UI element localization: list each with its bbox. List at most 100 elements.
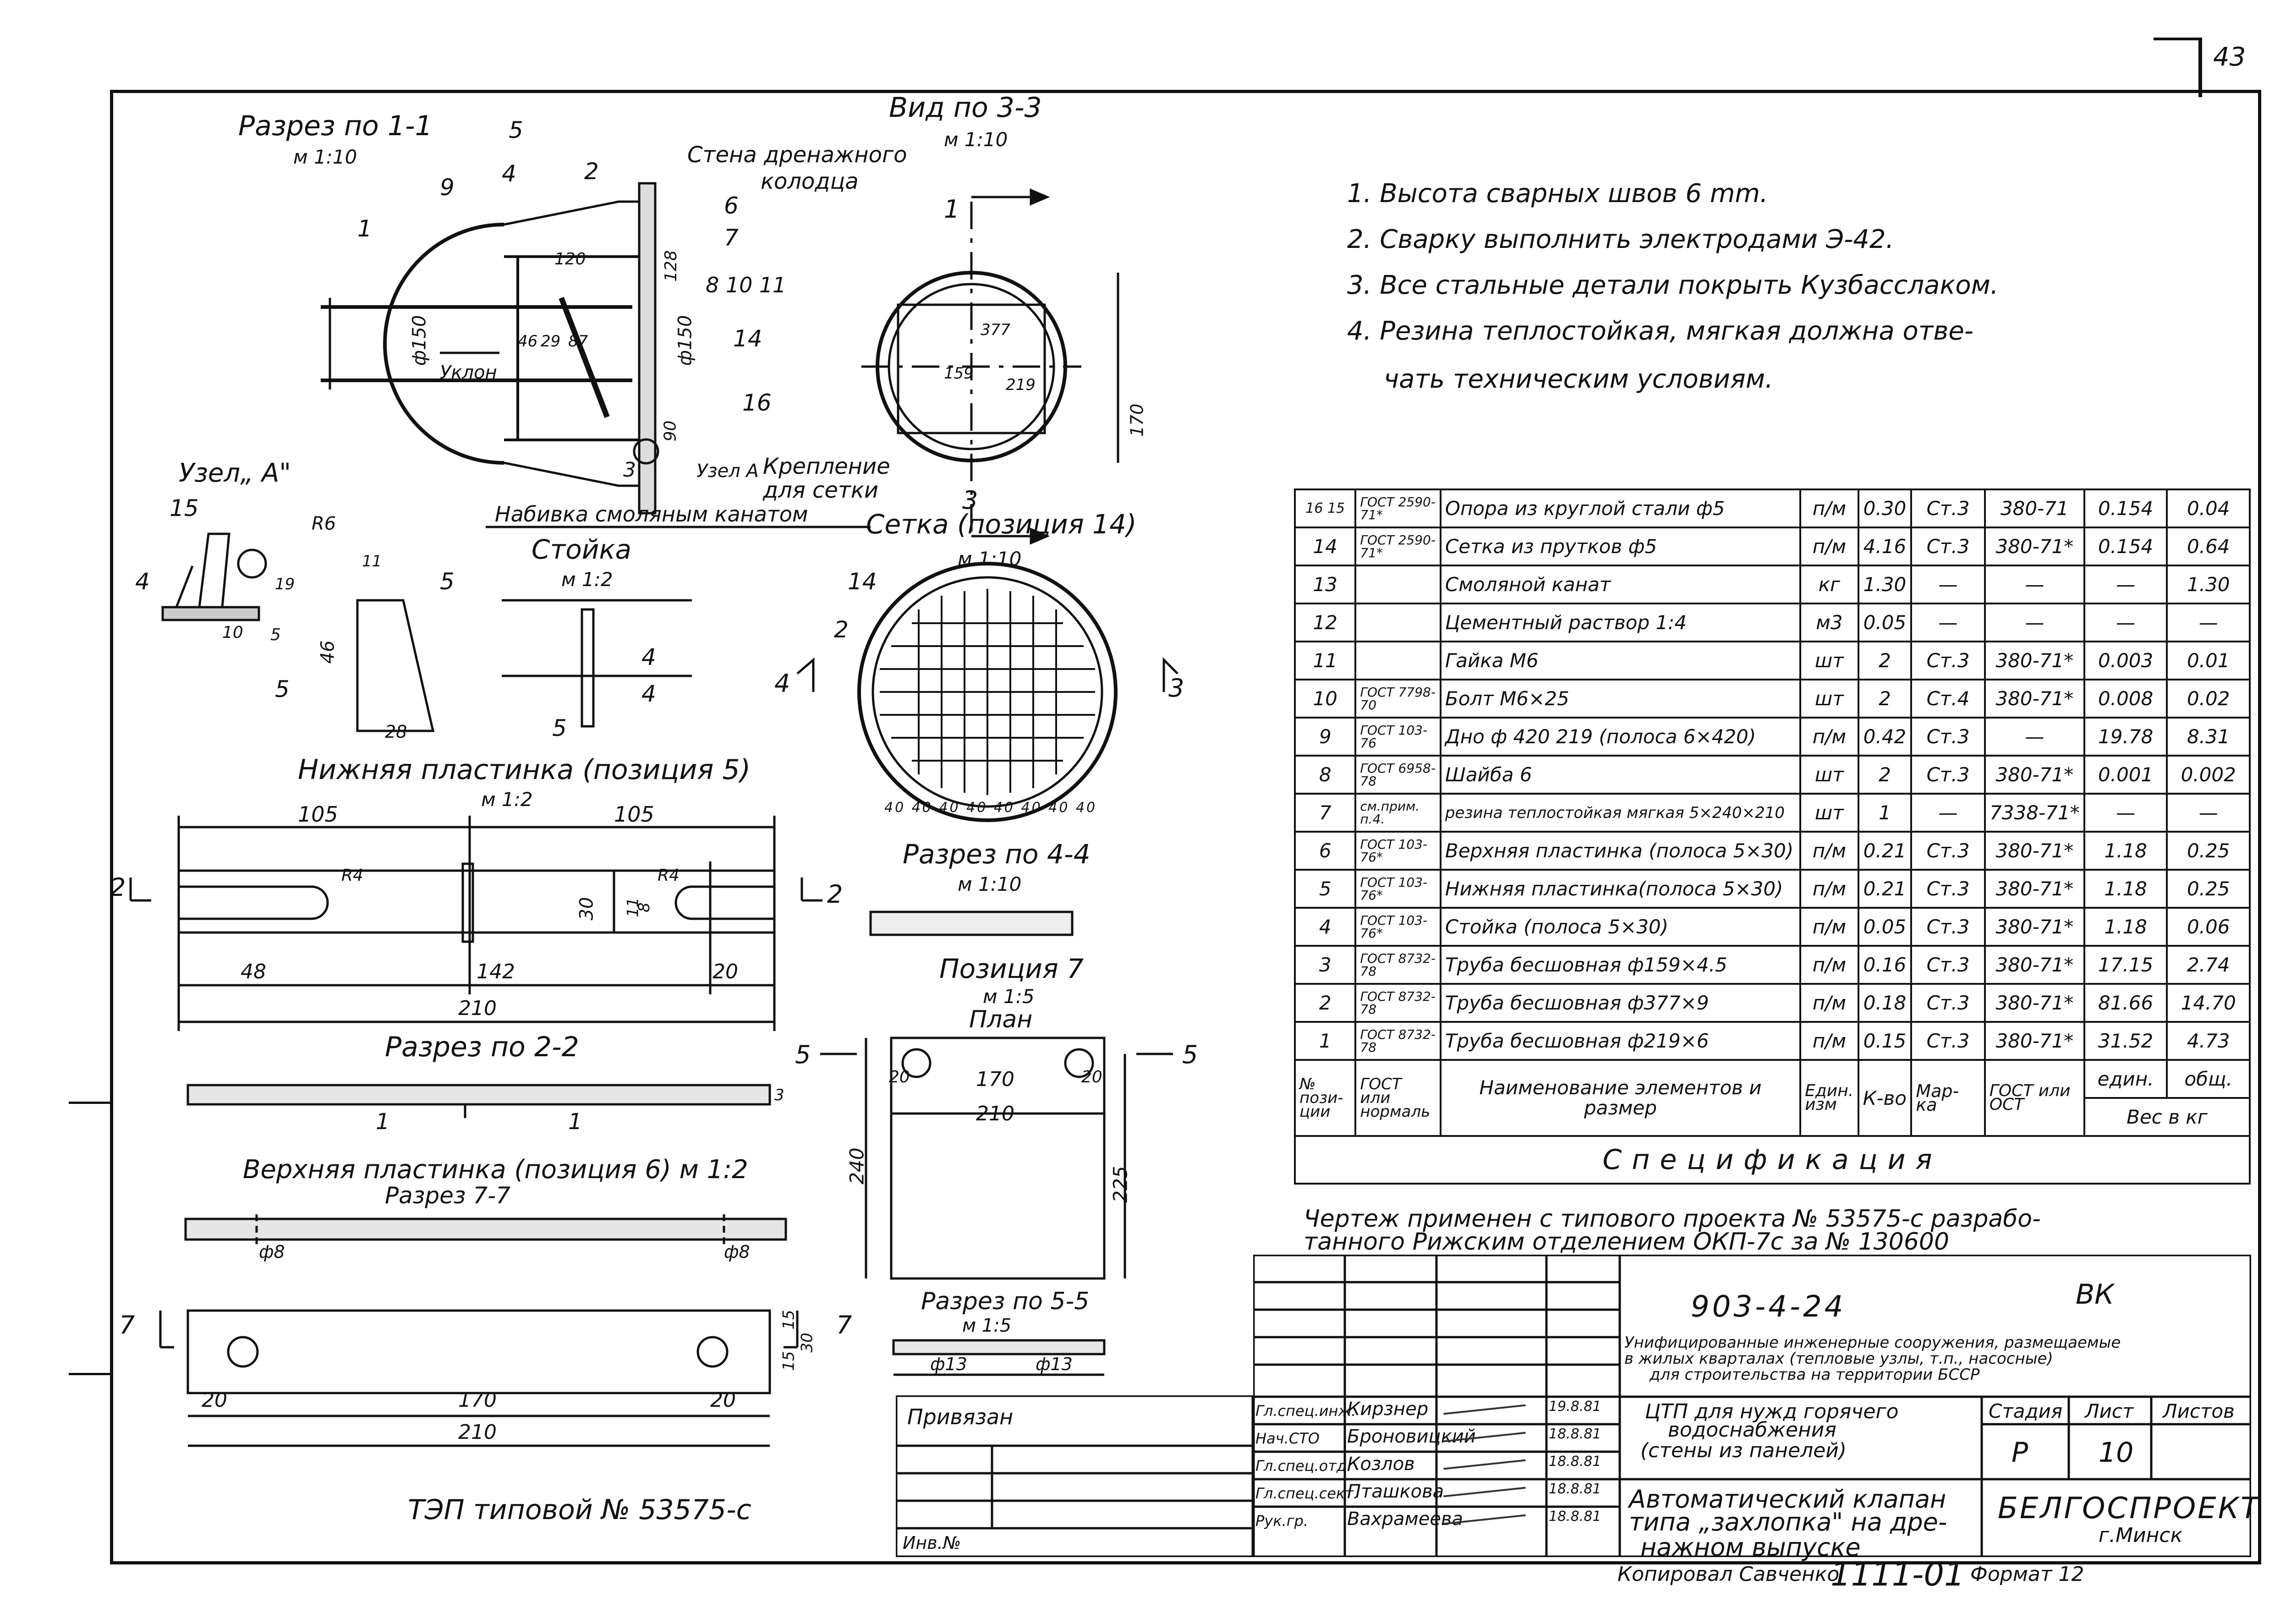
dim: 105 — [614, 802, 654, 827]
dim: 225 — [1109, 1166, 1132, 1203]
dim: 8 — [635, 902, 653, 912]
spec-cell-ost: 380-71* — [1984, 983, 2085, 1023]
page-number-box — [2198, 38, 2202, 97]
section-2-2-title: Разрез по 2-2 — [385, 1031, 579, 1063]
spec-cell-unit: п/м — [1799, 945, 1859, 985]
spec-cell-ost: 380-71 — [1984, 488, 2085, 528]
spec-header-row: Вес в кг — [1295, 1097, 2251, 1137]
section-7-7-title: Разрез 7-7 — [385, 1182, 511, 1209]
spec-cell-ost: — — [1984, 565, 2085, 604]
post-title: Стойка — [532, 534, 632, 565]
spec-title-row: Спецификация — [1294, 1135, 2251, 1185]
project-code: 903-4-24 — [1691, 1290, 1846, 1324]
role-date: 18.8.81 — [1549, 1481, 1601, 1497]
spec-cell-mark: Ст.3 — [1910, 717, 1986, 757]
section-4-4-drawing — [869, 911, 1074, 936]
callout: 5 — [552, 715, 567, 741]
spec-cell-qty: 0.05 — [1857, 603, 1913, 642]
project-desc: в жилых кварталах (тепловые узлы, т.п., … — [1624, 1350, 2053, 1368]
section-5-5-scale: м 1:5 — [962, 1315, 1012, 1336]
dim: 15 — [779, 1310, 798, 1330]
format: Формат 12 — [1970, 1563, 2084, 1586]
spec-cell-qty: 4.16 — [1857, 527, 1913, 566]
object-name: водоснабжения — [1668, 1418, 1836, 1442]
dim: 128 — [661, 250, 680, 282]
sheet-value: 10 — [2099, 1437, 2134, 1469]
spec-cell-gost: см.прим. п.4. — [1354, 793, 1441, 833]
role-date: 18.8.81 — [1549, 1454, 1601, 1470]
note: 3. Все стальные детали покрыть Кузбассла… — [1347, 270, 1999, 300]
object-name: (стены из панелей) — [1640, 1439, 1847, 1462]
spec-cell-pos: 7 — [1293, 793, 1357, 833]
dim: 210 — [976, 1102, 1014, 1125]
hdr-w-total: общ. — [2166, 1059, 2251, 1099]
callout: 4 — [641, 680, 656, 707]
applied-note: Чертеж применен с типового проекта № 535… — [1304, 1205, 2041, 1233]
spec-cell-pos: 11 — [1293, 641, 1357, 680]
spec-cell-pos: 5 — [1293, 869, 1357, 909]
node-a-title: Узел„ А" — [179, 458, 291, 488]
spec-cell-unit: м3 — [1799, 603, 1859, 642]
dim: R4 — [341, 866, 363, 885]
object-name: ЦТП для нужд горячего — [1645, 1400, 1899, 1423]
tep-label: ТЭП типовой № 53575-с — [408, 1494, 751, 1526]
callout: 1 — [944, 195, 960, 224]
dim: R6 — [312, 513, 336, 534]
spec-cell-pos: 14 — [1293, 527, 1357, 566]
spec-cell-name: Шайба 6 — [1439, 755, 1802, 795]
spec-cell-wu: 0.154 — [2083, 488, 2168, 528]
slope-label: Уклон — [440, 362, 497, 383]
role-name: Кирзнер — [1347, 1399, 1429, 1420]
callout: 7 — [724, 225, 739, 251]
lower-plate-scale: м 1:2 — [481, 788, 533, 811]
sheet-label: Лист — [2085, 1400, 2134, 1422]
role-role: Гл.спец.отд. — [1255, 1457, 1352, 1475]
role-date: 18.8.81 — [1549, 1426, 1601, 1442]
packing-label: Набивка смоляным канатом — [495, 502, 808, 527]
dim: 159 — [944, 364, 974, 383]
dim: 90 — [661, 420, 680, 442]
note: 2. Сварку выполнить электродами Э-42. — [1347, 225, 1894, 254]
spec-cell-qty: 1.30 — [1857, 565, 1913, 604]
spec-cell-wt: — — [2166, 603, 2251, 642]
wall-label: колодца — [761, 169, 859, 194]
spec-cell-mark: — — [1910, 565, 1986, 604]
spec-title: Спецификация — [1294, 1135, 2251, 1185]
hdr-gost: ГОСТ или нормаль — [1354, 1059, 1441, 1137]
spec-cell-qty: 0.21 — [1857, 831, 1913, 871]
spec-cell-pos: 3 — [1293, 945, 1357, 985]
mesh-drawing — [796, 562, 1178, 822]
spec-cell-unit: шт — [1799, 641, 1859, 680]
spec-cell-qty: 0.42 — [1857, 717, 1913, 757]
callout: 2 — [110, 873, 126, 902]
stage-label: Стадия — [1989, 1400, 2063, 1422]
spec-cell-name: Смоляной канат — [1439, 565, 1802, 604]
spec-cell-ost: 380-71* — [1984, 755, 2085, 795]
callout: 1 — [376, 1109, 390, 1135]
lower-plate-title: Нижняя пластинка (позиция 5) — [298, 754, 751, 786]
binding-block — [896, 1395, 1253, 1557]
spec-cell-qty: 2 — [1857, 755, 1913, 795]
sheet-title: типа „захлопка" на дре- — [1629, 1508, 1947, 1536]
spec-cell-wu: 0.008 — [2083, 679, 2168, 719]
spec-cell-name: Стойка (полоса 5×30) — [1439, 907, 1802, 947]
role-name: Пташкова — [1347, 1481, 1444, 1502]
spec-cell-qty: 0.15 — [1857, 1021, 1913, 1061]
sheets-label: Листов — [2163, 1400, 2235, 1422]
callout: 6 — [724, 192, 739, 219]
spec-cell-wu: — — [2083, 793, 2168, 833]
spec-cell-wt: 0.01 — [2166, 641, 2251, 680]
fastening-label: Крепление — [763, 454, 890, 479]
spec-cell-ost: 380-71* — [1984, 831, 2085, 871]
spec-cell-wu: 31.52 — [2083, 1021, 2168, 1061]
upper-plate-title: Верхняя пластинка (позиция 6) м 1:2 — [243, 1155, 748, 1185]
callout: 3 — [623, 458, 636, 482]
spec-cell-pos: 6 — [1293, 831, 1357, 871]
section-1-1-scale: м 1:10 — [293, 146, 357, 168]
spec-cell-gost: ГОСТ 6958-78 — [1354, 755, 1441, 795]
